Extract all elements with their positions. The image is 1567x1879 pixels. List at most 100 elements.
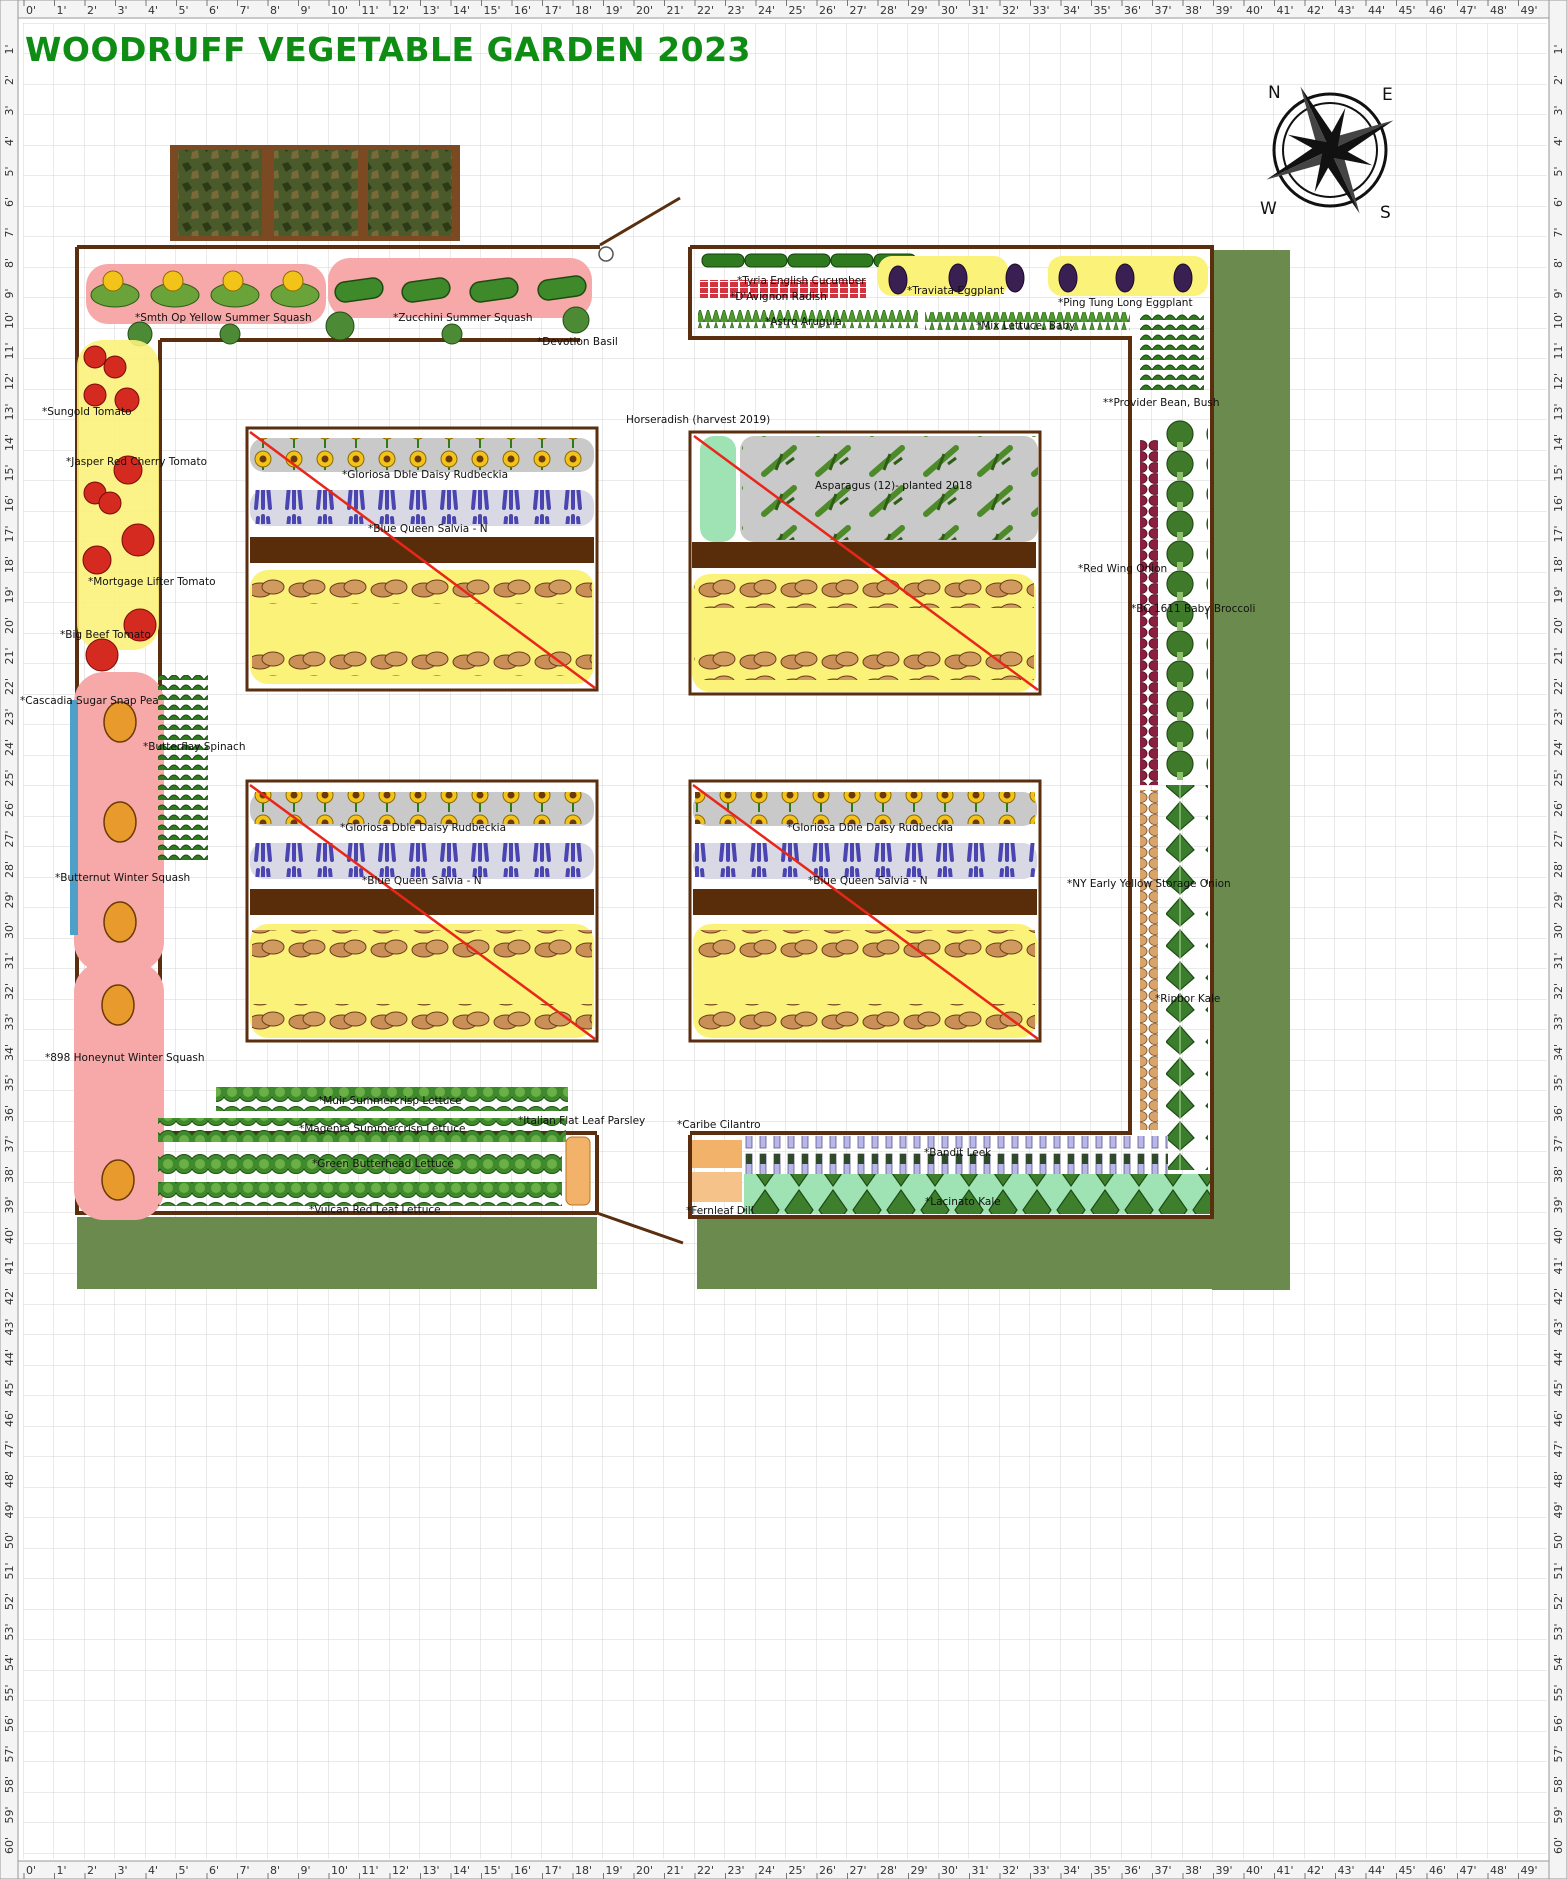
ruler-label: 60' [1552,1837,1565,1854]
ruler-label: 25' [1552,769,1565,786]
ruler-label: 22' [3,678,16,695]
label-butterhead: *Green Butterhead Lettuce [312,1158,454,1170]
ruler-label: 14' [1552,434,1565,451]
ruler-label: 51' [1552,1562,1565,1579]
ruler-label: 37' [1552,1135,1565,1152]
ruler-label: 56' [1552,1715,1565,1732]
grass-strip-bottom-right [697,1217,1290,1289]
ruler-label: 36' [1124,1864,1141,1877]
ruler-label: 20' [3,617,16,634]
ruler-label: 27' [850,1864,867,1877]
ruler-label: 27' [850,4,867,17]
ruler-label: 7' [3,227,16,237]
ruler-label: 21' [667,1864,684,1877]
ruler-label: 9' [301,4,311,17]
label-vulcan: *Vulcan Red Leaf Lettuce [309,1204,441,1216]
ruler-label: 23' [1552,708,1565,725]
ruler-label: 21' [1552,647,1565,664]
ruler-label: 9' [1552,288,1565,298]
label-lacinato: *Lacinato Kale [925,1196,1001,1208]
snap-pea-row [70,700,78,935]
ruler-label: 9' [3,288,16,298]
label-traviata: *Traviata Eggplant [907,285,1004,297]
ruler-label: 32' [1002,1864,1019,1877]
ruler-label: 2' [87,4,97,17]
ruler-label: 17' [3,525,16,542]
ruler-label: 40' [1246,4,1263,17]
ruler-label: 24' [1552,739,1565,756]
ruler-label: 30' [1552,922,1565,939]
label-cucumber: *Tyria English Cucumber [737,275,866,287]
ruler-label: 12' [3,373,16,390]
ruler-label: 40' [3,1227,16,1244]
ruler-label: 1' [3,44,16,54]
label-rudbeckia-sw: *Gloriosa Dble Daisy Rudbeckia [340,822,506,834]
ruler-label: 18' [3,556,16,573]
ruler-label: 17' [545,1864,562,1877]
ruler-label: 29' [3,891,16,908]
ruler-label: 19' [606,4,623,17]
ruler-label: 38' [1185,1864,1202,1877]
ruler-label: 42' [3,1288,16,1305]
ruler-label: 25' [789,1864,806,1877]
ruler-label: 0' [26,1864,36,1877]
ruler-label: 54' [1552,1654,1565,1671]
ruler-label: 30' [3,922,16,939]
ripbor-kale-row [1166,785,1208,1170]
ruler-label: 47' [3,1440,16,1457]
label-snap-pea: *Cascadia Sugar Snap Pea [20,695,159,707]
grass-strip-right [1212,250,1290,1290]
ruler-label: 52' [1552,1593,1565,1610]
ruler-label: 47' [1552,1440,1565,1457]
ruler-label: 3' [3,105,16,115]
ruler-label: 3' [118,4,128,17]
gate-north [599,196,681,247]
ruler-label: 45' [1399,1864,1416,1877]
red-onion-row [1140,440,1158,785]
ruler-label: 2' [1552,75,1565,85]
ruler-label: 40' [1246,1864,1263,1877]
ruler-label: 8' [270,1864,280,1877]
ruler-label: 50' [1552,1532,1565,1549]
ruler-label: 32' [1552,983,1565,1000]
ruler-label: 57' [3,1745,16,1762]
ruler-label: 6' [209,4,219,17]
ruler-label: 7' [1552,227,1565,237]
label-broccoli: *BC 1611 Baby Broccoli [1131,603,1255,615]
ruler-label: 60' [3,1837,16,1854]
ruler-label: 51' [3,1562,16,1579]
ruler-label: 18' [575,4,592,17]
ruler-label: 11' [362,1864,379,1877]
ruler-label: 26' [3,800,16,817]
label-cilantro: *Caribe Cilantro [677,1119,761,1131]
ruler-label: 57' [1552,1745,1565,1762]
winter-squash-plants [101,701,137,1201]
ruler-label: 9' [301,1864,311,1877]
ruler-label: 19' [3,586,16,603]
ruler-label: 13' [423,4,440,17]
ruler-label: 4' [148,4,158,17]
ruler-label: 24' [758,4,775,17]
ruler-label: 7' [240,4,250,17]
label-leek: *Bandit Leek [924,1147,992,1159]
ruler-label: 16' [514,1864,531,1877]
ruler-label: 31' [1552,952,1565,969]
zucchini-plants [334,275,587,303]
ruler-label: 25' [3,769,16,786]
ruler-label: 23' [728,1864,745,1877]
spinach-row [158,675,208,860]
label-salvia-nw: *Blue Queen Salvia - N [368,523,488,535]
arugula-row [698,310,918,328]
ruler-label: 22' [1552,678,1565,695]
ruler-label: 28' [1552,861,1565,878]
ruler-label: 35' [3,1074,16,1091]
ruler-label: 55' [1552,1684,1565,1701]
ruler-label: 23' [3,708,16,725]
ruler-label: 22' [697,1864,714,1877]
ruler-label: 21' [3,647,16,664]
label-rudbeckia-se: *Gloriosa Dble Daisy Rudbeckia [787,822,953,834]
gate-south [596,1211,684,1245]
ruler-label: 41' [1552,1257,1565,1274]
bed-southwest [245,779,599,1043]
ruler-label: 39' [1216,4,1233,17]
